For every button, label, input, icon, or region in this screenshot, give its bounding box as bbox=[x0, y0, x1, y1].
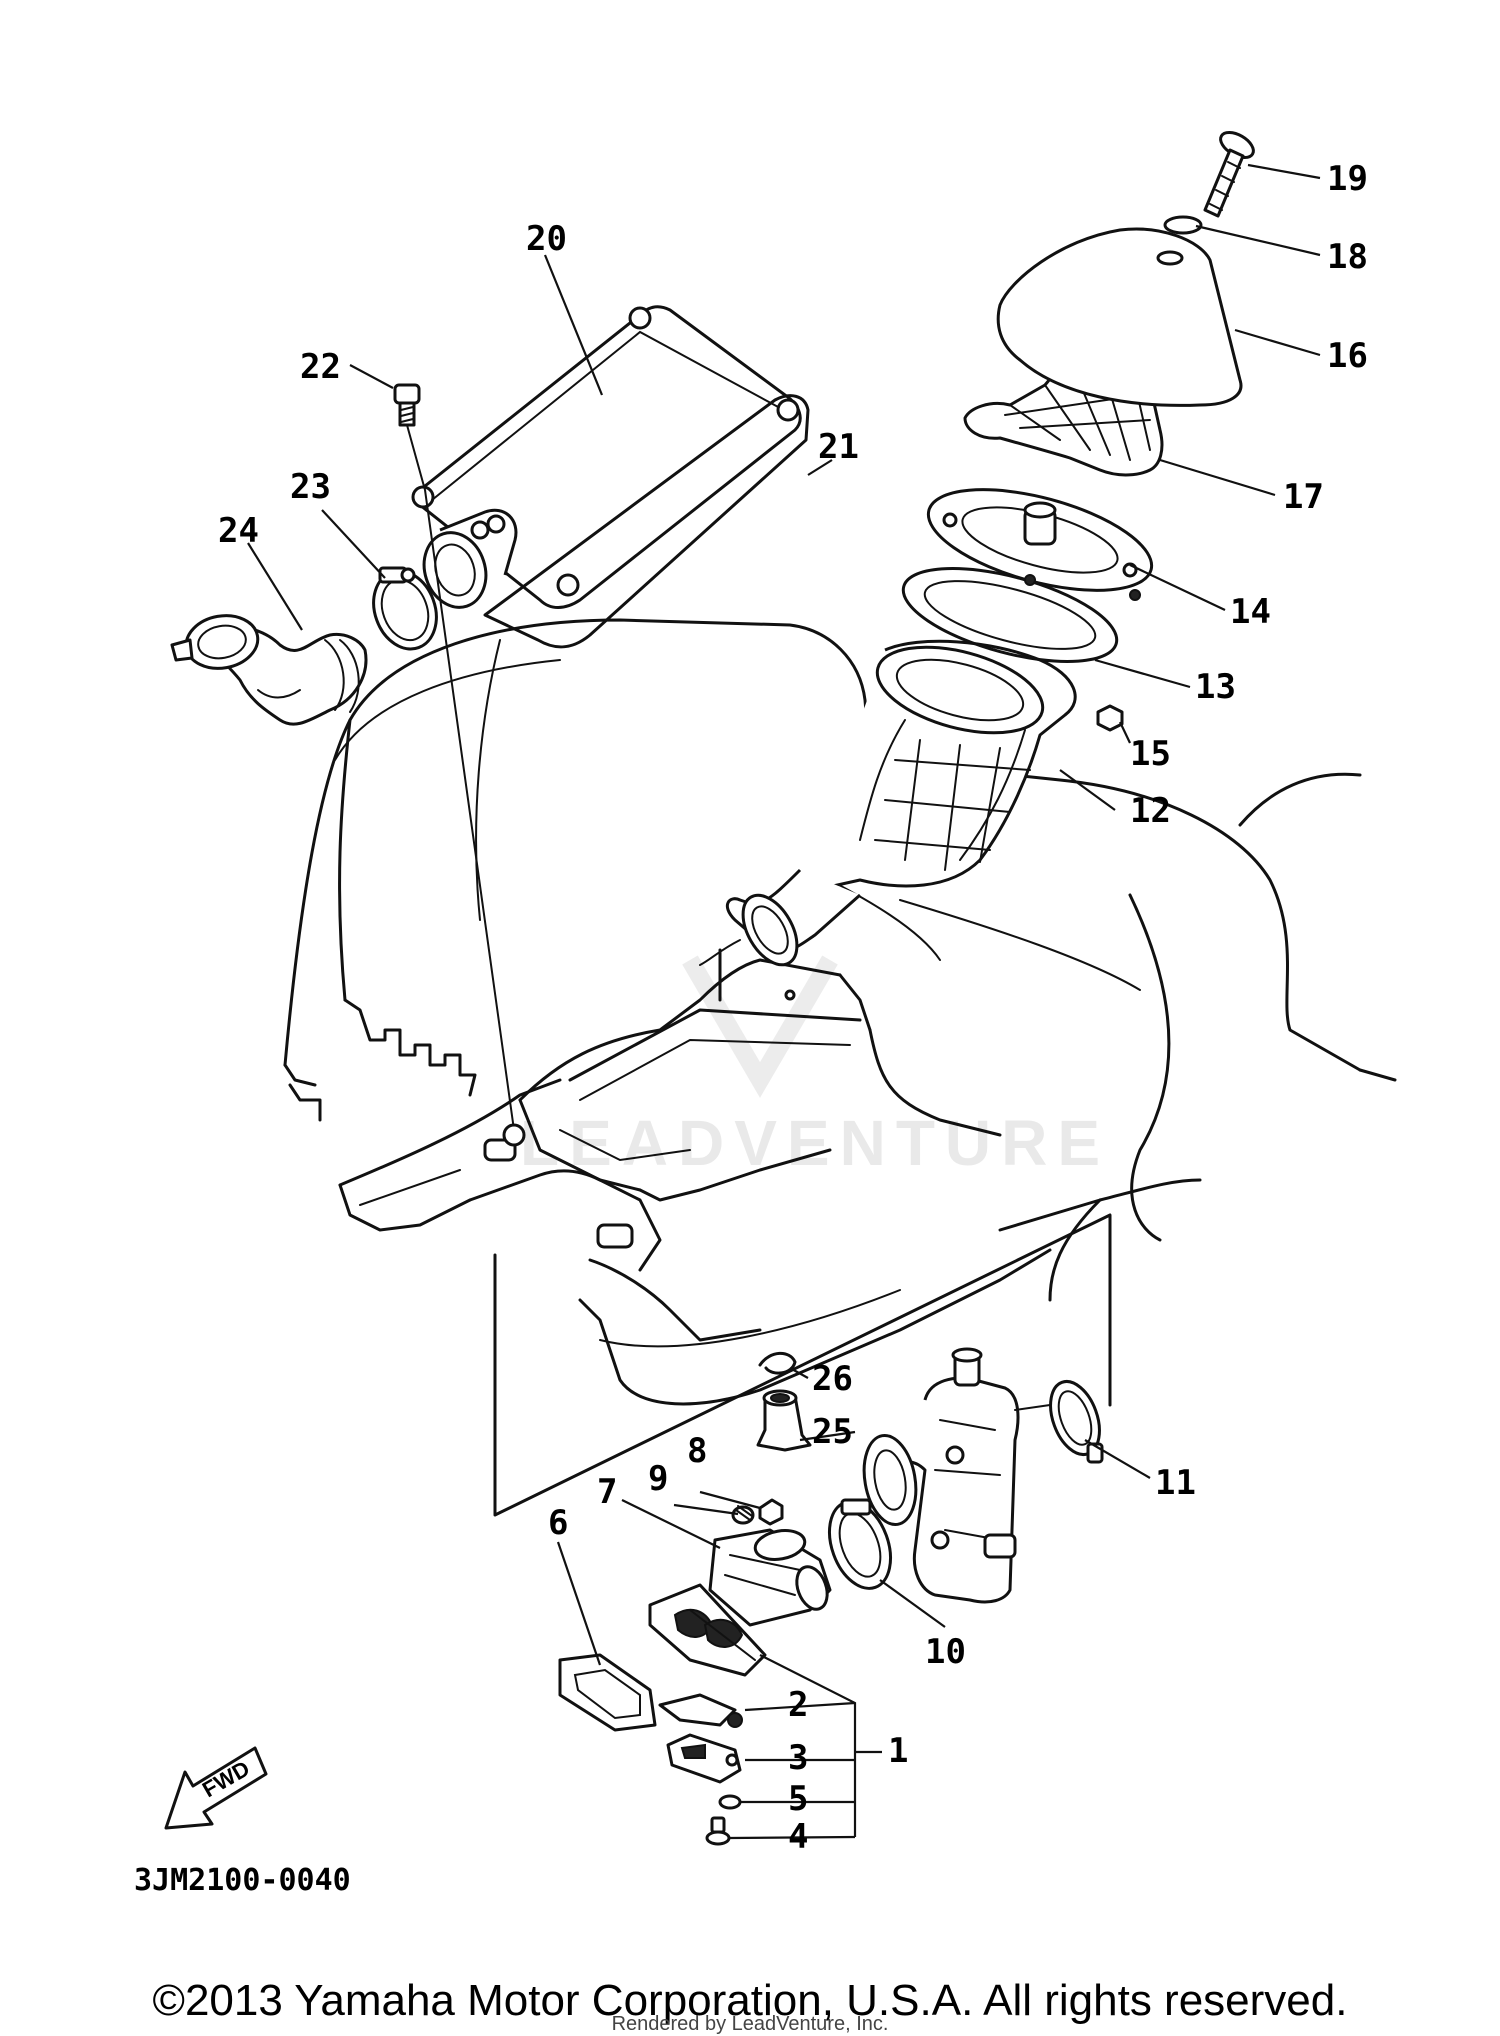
callout-21: 21 bbox=[818, 427, 859, 467]
callout-12: 12 bbox=[1130, 791, 1171, 831]
callout-3: 3 bbox=[788, 1738, 808, 1778]
inset-frame bbox=[493, 1213, 1112, 1517]
diagram-code: 3JM2100-0040 bbox=[134, 1863, 351, 1898]
callout-24: 24 bbox=[218, 511, 259, 551]
fwd-arrow: FWD bbox=[164, 1746, 268, 1830]
callout-14: 14 bbox=[1230, 592, 1271, 632]
callout-15: 15 bbox=[1130, 734, 1171, 774]
callout-9: 9 bbox=[648, 1459, 668, 1499]
leadventure-watermark: LEADVENTURE bbox=[520, 955, 1110, 1179]
callout-23: 23 bbox=[290, 467, 331, 507]
callout-6: 6 bbox=[548, 1503, 568, 1543]
plate-14 bbox=[926, 488, 1154, 601]
hull-body bbox=[283, 618, 1397, 1406]
callout-8: 8 bbox=[687, 1431, 707, 1471]
intake-duct-12 bbox=[699, 639, 1077, 967]
carburetor bbox=[862, 1347, 1051, 1604]
callout-7: 7 bbox=[597, 1472, 617, 1512]
reed-plate-3 bbox=[666, 1733, 742, 1784]
callout-2: 2 bbox=[788, 1685, 808, 1725]
screw-8 bbox=[758, 1498, 784, 1526]
callout-labels: 1 2 3 4 5 6 7 8 9 10 11 12 13 14 15 16 1… bbox=[218, 159, 1368, 1857]
fastener-guide-line bbox=[406, 424, 515, 1131]
reed-valve-1 bbox=[648, 1583, 767, 1677]
reed-stopper-2 bbox=[658, 1693, 743, 1728]
leader-lines bbox=[247, 163, 1321, 1840]
callout-19: 19 bbox=[1327, 159, 1368, 199]
manifold-7 bbox=[708, 1528, 832, 1627]
callout-26: 26 bbox=[812, 1359, 853, 1399]
callout-18: 18 bbox=[1327, 237, 1368, 277]
rendered-by-note: Rendered by LeadVenture, Inc. bbox=[611, 2013, 889, 2035]
callout-13: 13 bbox=[1195, 667, 1236, 707]
clip-26 bbox=[758, 1351, 797, 1375]
callout-5: 5 bbox=[788, 1779, 808, 1819]
fitting-25 bbox=[756, 1389, 812, 1452]
callout-1: 1 bbox=[888, 1731, 908, 1771]
air-box-gasket bbox=[483, 394, 810, 649]
bolt-19 bbox=[1203, 131, 1255, 218]
spring-9 bbox=[731, 1505, 755, 1525]
intake-elbow-23 bbox=[170, 614, 368, 726]
clamp-11 bbox=[1049, 1380, 1104, 1464]
callout-16: 16 bbox=[1327, 336, 1368, 376]
bolt-22 bbox=[393, 383, 421, 427]
air-box-cover bbox=[411, 305, 802, 609]
clamp-10 bbox=[828, 1498, 892, 1590]
callout-17: 17 bbox=[1283, 477, 1324, 517]
washer-18 bbox=[1163, 215, 1203, 235]
gasket-6 bbox=[558, 1653, 657, 1732]
nut-15 bbox=[1096, 704, 1124, 732]
washer-5 bbox=[718, 1794, 742, 1810]
callout-20: 20 bbox=[526, 219, 567, 259]
copyright-notice: ©2013 Yamaha Motor Corporation, U.S.A. A… bbox=[152, 1976, 1348, 2025]
watermark-text: LEADVENTURE bbox=[520, 1107, 1110, 1179]
callout-10: 10 bbox=[925, 1632, 966, 1672]
callout-25: 25 bbox=[812, 1412, 853, 1452]
screw-4 bbox=[705, 1816, 731, 1846]
cone-cover-16 bbox=[996, 227, 1243, 407]
callout-22: 22 bbox=[300, 347, 341, 387]
clamp-24 bbox=[372, 566, 438, 651]
callout-11: 11 bbox=[1155, 1463, 1196, 1503]
callout-4: 4 bbox=[788, 1817, 808, 1857]
